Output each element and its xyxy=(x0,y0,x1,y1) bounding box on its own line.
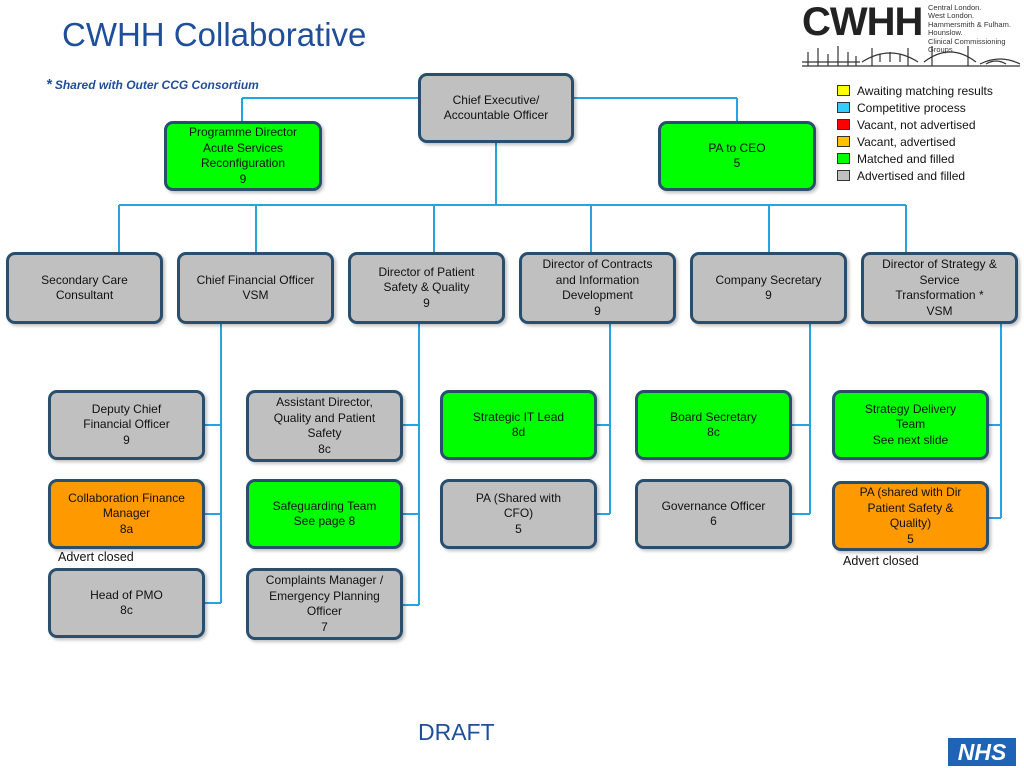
legend-swatch xyxy=(837,153,850,164)
legend-label: Vacant, advertised xyxy=(857,134,956,149)
legend-item: Competitive process xyxy=(837,99,993,116)
director-strategy-box: Director of Strategy & Service Transform… xyxy=(861,252,1018,324)
head-of-pmo-box: Head of PMO 8c xyxy=(48,568,205,638)
legend-swatch xyxy=(837,136,850,147)
programme-director-box: Programme Director Acute Services Reconf… xyxy=(164,121,322,191)
legend-swatch xyxy=(837,170,850,181)
bridge-skyline-icon xyxy=(802,46,1021,67)
subtitle-text: Shared with Outer CCG Consortium xyxy=(54,78,259,92)
legend-item: Matched and filled xyxy=(837,150,993,167)
logo-text: CWHH xyxy=(802,0,923,44)
collaboration-finance-manager-box: Collaboration Finance Manager 8a xyxy=(48,479,205,549)
legend-item: Advertised and filled xyxy=(837,167,993,184)
company-secretary-box: Company Secretary 9 xyxy=(690,252,847,324)
legend-item: Awaiting matching results xyxy=(837,82,993,99)
logo-subtitle: Central London. West London. Hammersmith… xyxy=(928,3,1011,55)
assistant-director-quality-box: Assistant Director, Quality and Patient … xyxy=(246,390,403,462)
governance-officer-box: Governance Officer 6 xyxy=(635,479,792,549)
director-contracts-box: Director of Contracts and Information De… xyxy=(519,252,676,324)
legend-label: Vacant, not advertised xyxy=(857,117,976,132)
safeguarding-team-box: Safeguarding Team See page 8 xyxy=(246,479,403,549)
legend: Awaiting matching results Competitive pr… xyxy=(837,82,993,184)
secondary-care-consultant-box: Secondary Care Consultant xyxy=(6,252,163,324)
advert-closed-note: Advert closed xyxy=(843,554,919,568)
pa-shared-dir-patient-box: PA (shared with Dir Patient Safety & Qua… xyxy=(832,481,989,551)
legend-swatch xyxy=(837,102,850,113)
chief-financial-officer-box: Chief Financial Officer VSM xyxy=(177,252,334,324)
legend-label: Awaiting matching results xyxy=(857,83,993,98)
cwhh-logo: CWHH Central London. West London. Hammer… xyxy=(800,0,1022,70)
legend-label: Competitive process xyxy=(857,100,966,115)
legend-item: Vacant, advertised xyxy=(837,133,993,150)
board-secretary-box: Board Secretary 8c xyxy=(635,390,792,460)
strategic-it-lead-box: Strategic IT Lead 8d xyxy=(440,390,597,460)
page-title: CWHH Collaborative xyxy=(62,16,367,53)
subtitle: *Shared with Outer CCG Consortium xyxy=(46,76,259,93)
legend-label: Matched and filled xyxy=(857,151,955,166)
legend-item: Vacant, not advertised xyxy=(837,116,993,133)
draft-label: DRAFT xyxy=(418,719,495,745)
legend-swatch xyxy=(837,85,850,96)
legend-swatch xyxy=(837,119,850,130)
chief-executive-box: Chief Executive/ Accountable Officer xyxy=(418,73,574,143)
pa-to-ceo-box: PA to CEO 5 xyxy=(658,121,816,191)
legend-label: Advertised and filled xyxy=(857,168,966,183)
strategy-delivery-team-box: Strategy Delivery Team See next slide xyxy=(832,390,989,460)
complaints-manager-box: Complaints Manager / Emergency Planning … xyxy=(246,568,403,640)
advert-closed-note: Advert closed xyxy=(58,550,134,564)
pa-shared-cfo-box: PA (Shared with CFO) 5 xyxy=(440,479,597,549)
asterisk-marker: * xyxy=(46,76,52,93)
deputy-cfo-box: Deputy Chief Financial Officer 9 xyxy=(48,390,205,460)
director-patient-safety-box: Director of Patient Safety & Quality 9 xyxy=(348,252,505,324)
nhs-logo: NHS xyxy=(948,738,1016,766)
